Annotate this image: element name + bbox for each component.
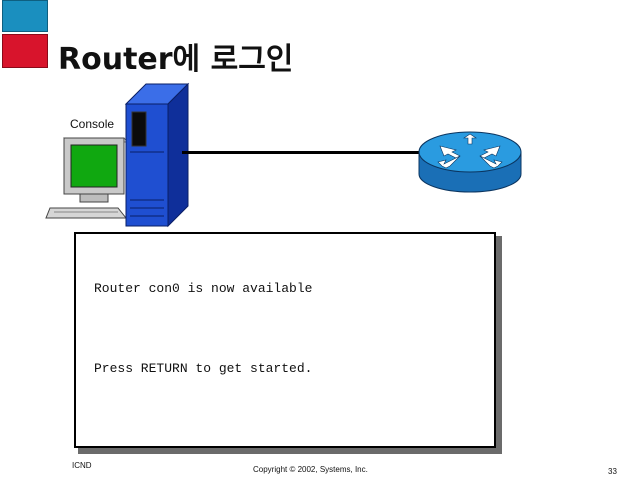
pc-icon	[45, 137, 129, 219]
terminal-line: Press RETURN to get started.	[94, 361, 313, 376]
header-accent-teal	[2, 0, 48, 32]
console-cable	[182, 151, 422, 154]
console-label: Console	[70, 117, 115, 131]
header-accent-red	[2, 34, 48, 68]
footer-copyright: Copyright © 2002, Systems, Inc.	[253, 465, 368, 474]
terminal-window: Router con0 is now available Press RETUR…	[74, 232, 496, 448]
router-icon	[418, 131, 522, 193]
tower-icon	[124, 82, 190, 228]
page-number: 33	[608, 467, 617, 476]
page-title: Router에 로그인	[58, 42, 294, 77]
footer-course: ICND	[72, 461, 92, 470]
terminal-line: Router con0 is now available	[94, 281, 313, 296]
